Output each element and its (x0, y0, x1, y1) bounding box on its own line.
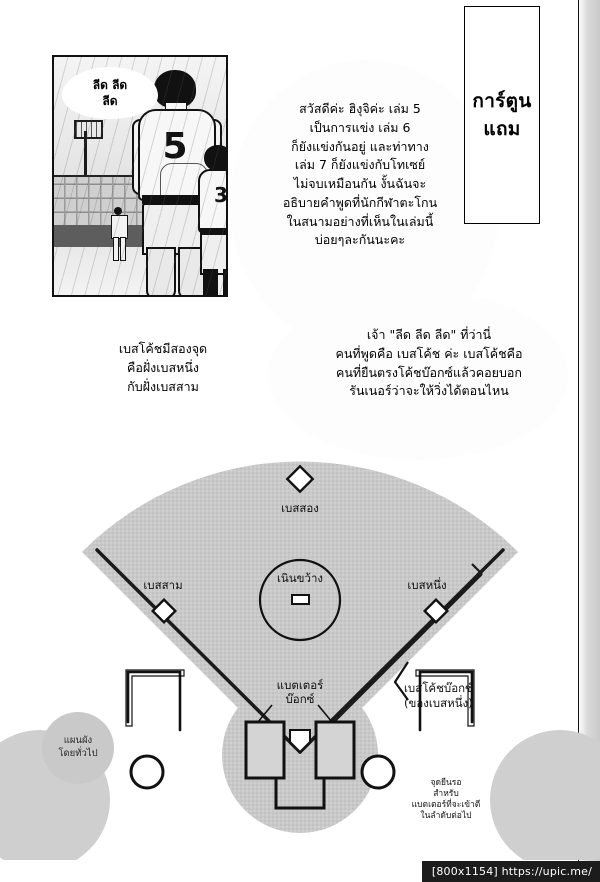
catchers-box (274, 778, 326, 810)
narration-text-intro: สวัสดีค่ะ ฮิงุจิค่ะ เล่ม 5 เป็นการแข่ง เล… (258, 100, 462, 250)
second-player-pants (200, 233, 226, 275)
label-third-base: เบสสาม (143, 578, 183, 592)
baseball-field-diagram (0, 461, 600, 860)
second-player-head (204, 145, 226, 171)
pitchers-rubber (291, 594, 310, 605)
player-jersey-number: 5 (132, 129, 218, 165)
third-base-marker (150, 597, 178, 625)
narration-text-two-coach-spots: เบสโค้ชมีสองจุดคือฝั่งเบสหนึ่งกับฝั่งเบส… (70, 340, 256, 396)
page-right-edge-line (577, 0, 579, 882)
batters-box-leader-left (257, 704, 273, 723)
narration-line: คนที่พูดคือ เบสโค้ช ค่ะ เบสโค้ชคือ (335, 345, 523, 361)
manga-panel: 5 3 ลีด ลีด ลีด (52, 55, 228, 297)
label-batters-box: แบตเตอร์ บ๊อกซ์ (237, 678, 363, 707)
speech-bubble: ลีด ลีด ลีด (62, 67, 158, 119)
player-head (154, 70, 196, 108)
first-base-foul-line (298, 548, 505, 754)
narration-cloud-blob-2 (268, 290, 568, 460)
narration-line: ไม่จบเหมือนกัน งั้นฉันจะ (293, 176, 427, 191)
title-line-1: การ์ตูน (472, 89, 532, 112)
pitchers-mound (258, 558, 342, 642)
narration-text-base-coach: เจ้า "ลีด ลีด ลีด" ที่ว่านี่คนที่พูดคือ … (300, 326, 558, 401)
speech-bubble-line-2: ลีด (102, 94, 118, 108)
page-right-edge (578, 0, 600, 882)
outfield-arc-fill (82, 461, 518, 552)
home-plate-marker (289, 729, 311, 754)
label-on-deck-line-4: ในลำดับต่อไป (420, 811, 472, 822)
narration-line: เบสโค้ชมีสองจุด (118, 341, 208, 356)
coach-box-leader-right (393, 661, 409, 701)
label-batters-box-line-2: บ๊อกซ์ (285, 692, 315, 707)
batters-box-left (244, 720, 286, 780)
second-player-back-view: 3 (196, 145, 226, 295)
label-on-deck-circle: จุดยืนรอ สำหรับ แบตเตอร์ที่จะเข้าตี ในลำ… (386, 778, 506, 822)
label-on-deck-line-2: สำหรับ (433, 789, 459, 800)
batters-box-right (314, 720, 356, 780)
narration-line: ก็ยังแข่งกันอยู่ และท่าทาง (291, 138, 429, 154)
watermark: [800x1154] https://upic.me/ (421, 861, 600, 882)
second-base-marker (285, 464, 315, 494)
second-player-left-leg (203, 269, 218, 295)
narration-line: เป็นการแข่ง เล่ม 6 (309, 119, 411, 135)
first-base-coach-box-outline (415, 669, 475, 727)
decorative-blob-right (490, 730, 600, 860)
runners-lane (317, 573, 483, 739)
stadium-light-tower-icon (74, 120, 103, 139)
narration-line: รันเนอร์ว่าจะให้วิ่งได้ตอนไหน (349, 383, 509, 399)
player-belt (142, 195, 208, 204)
second-player-belt (200, 228, 226, 234)
narration-line: เล่ม 7 ก็ยังแข่งกับโทเซย์ (294, 157, 426, 173)
label-base-coach-box-line-1: เบสโค้ชบ๊อกซ์ (404, 681, 473, 695)
label-base-coach-box: เบสโค้ชบ๊อกซ์ (ของเบสหนึ่ง) (404, 681, 574, 711)
narration-line: กับฝั่งเบสสาม (127, 378, 199, 394)
speech-bubble-line-1: ลีด ลีด (92, 77, 128, 92)
player-left-leg (146, 247, 176, 295)
bonus-comic-title-box: การ์ตูน แถม (464, 6, 540, 224)
general-layout-caption-blob: แผนผัง โดยทั่วไป (42, 712, 114, 784)
on-deck-circle-right (360, 754, 396, 790)
second-player-jersey (198, 169, 226, 233)
first-base-marker (422, 597, 450, 625)
narration-line: อธิบายคำพูดที่นักกีฬาตะโกน (282, 194, 438, 210)
general-layout-line-1: แผนผัง (63, 735, 93, 747)
title-line-2: แถม (483, 118, 521, 140)
narration-line: บ่อยๆละกันนะคะ (314, 232, 406, 248)
second-player-right-leg (223, 269, 226, 295)
second-player-jersey-number: 3 (214, 183, 226, 207)
stadium-light-pole (84, 131, 87, 183)
narration-line: สวัสดีค่ะ ฮิงุจิค่ะ เล่ม 5 (299, 101, 421, 116)
narration-line: คือฝั่งเบสหนึ่ง (126, 359, 200, 375)
label-base-coach-box-line-2: (ของเบสหนึ่ง) (404, 695, 473, 710)
narration-line: เจ้า "ลีด ลีด ลีด" ที่ว่านี่ (366, 327, 492, 342)
narration-line: ในสนามอย่างที่เห็นในเล่มนี้ (286, 213, 434, 229)
label-batters-box-line-1: แบตเตอร์ (276, 678, 324, 692)
first-base-coach-box (418, 670, 474, 732)
label-first-base: เบสหนึ่ง (407, 578, 447, 592)
third-base-coach-box-outline (125, 669, 185, 727)
third-base-foul-line (95, 548, 302, 754)
label-second-base: เบสสอง (281, 501, 319, 515)
player-neck (165, 103, 187, 113)
batters-box-leader-right (317, 704, 333, 723)
third-base-coach-box (126, 670, 182, 732)
label-pitchers-mound: เนินขว้าง (276, 571, 324, 585)
on-deck-circle-left (129, 754, 165, 790)
label-on-deck-line-1: จุดยืนรอ (430, 778, 462, 788)
general-layout-line-2: โดยทั่วไป (58, 748, 98, 759)
narration-line: คนที่ยืนตรงโค้ชบ๊อกซ์แล้วคอยบอก (336, 364, 522, 380)
label-on-deck-line-3: แบตเตอร์ที่จะเข้าตี (411, 800, 481, 811)
